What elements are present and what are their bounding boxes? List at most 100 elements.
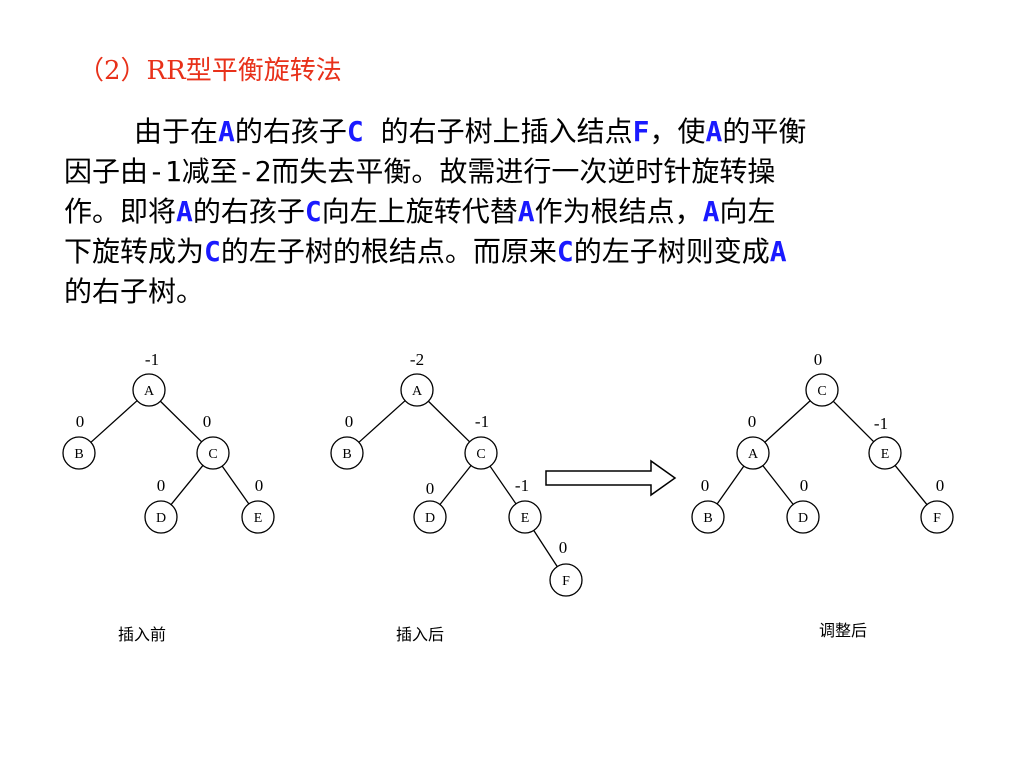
- tree-edge: [764, 400, 811, 443]
- tree-caption: 插入前: [118, 626, 166, 644]
- paragraph-text: 的左子树则变成: [573, 235, 770, 268]
- balance-factor-label: 0: [559, 538, 568, 557]
- highlighted-node-name: A: [218, 115, 235, 148]
- tree-node-label: A: [412, 384, 423, 399]
- tree-node-circle: [330, 436, 364, 470]
- tree-node-label: C: [208, 447, 217, 462]
- balance-factor-label: 0: [345, 412, 354, 431]
- tree-node-label: B: [342, 447, 351, 462]
- tree-node-circle: [508, 500, 542, 534]
- tree-edge: [832, 400, 875, 443]
- tree-node-label: F: [562, 574, 570, 589]
- tree-node-circle: [132, 373, 166, 407]
- highlighted-node-name: A: [769, 235, 787, 268]
- tree-node-circle: [241, 500, 275, 534]
- tree-edge: [439, 465, 472, 505]
- paragraph-line: 下旋转成为C的左子树的根结点。而原来C的左子树则变成A: [64, 232, 954, 272]
- paragraph-text: ，使: [649, 115, 706, 148]
- tree-node-circle: [549, 563, 583, 597]
- paragraph-text: 的右子树。: [64, 275, 205, 308]
- paragraph-line: 作。即将A的右孩子C向左上旋转代替A作为根结点，A向左: [64, 192, 954, 232]
- balance-factor-label: 0: [426, 479, 435, 498]
- highlighted-node-name: A: [517, 195, 535, 228]
- tree-edge: [762, 465, 794, 505]
- tree-edge: [533, 530, 558, 567]
- paragraph-text: 因子由-1减至-2而失去平衡。故需进行一次逆时针旋转操: [64, 155, 776, 188]
- balance-factor-label: -2: [410, 350, 424, 369]
- tree-edge: [221, 465, 250, 505]
- paragraph-text: 作为根结点，: [534, 195, 703, 228]
- balance-factor-label: -1: [515, 476, 529, 495]
- tree-node-label: B: [703, 511, 712, 526]
- paragraph-text: 下旋转成为: [64, 235, 205, 268]
- highlighted-node-name: C: [204, 235, 221, 268]
- tree-node-circle: [786, 500, 820, 534]
- balance-factor-label: 0: [814, 350, 823, 369]
- tree-node-label: F: [933, 511, 941, 526]
- balance-factor-label: 0: [936, 476, 945, 495]
- tree-node-label: A: [748, 447, 759, 462]
- tree-node-label: D: [156, 511, 166, 526]
- slide-title: （2）RR型平衡旋转法: [78, 56, 342, 86]
- tree-node-circle: [736, 436, 770, 470]
- tree-node-label: D: [425, 511, 435, 526]
- paragraph-line: 因子由-1减至-2而失去平衡。故需进行一次逆时针旋转操: [64, 152, 954, 192]
- paragraph-line: 的右子树。: [64, 272, 954, 312]
- paragraph-text: 的左子树的根结点。而原来: [220, 235, 557, 268]
- paragraph-line: 由于在A的右孩子C 的右子树上插入结点F，使A的平衡: [64, 112, 954, 152]
- tree-edge: [90, 400, 138, 443]
- right-arrow-icon: [545, 459, 677, 497]
- highlighted-node-name: C: [556, 235, 574, 268]
- tree-node-circle: [691, 500, 725, 534]
- highlighted-node-name: A: [176, 195, 193, 228]
- tree-node-label: C: [476, 447, 485, 462]
- tree-node-circle: [464, 436, 498, 470]
- balance-factor-label: 0: [203, 412, 212, 431]
- balance-factor-label: -1: [475, 412, 489, 431]
- balance-factor-label: 0: [76, 412, 85, 431]
- tree-node-label: C: [817, 384, 826, 399]
- tree-edge: [716, 465, 745, 505]
- tree-node-circle: [805, 373, 839, 407]
- balance-factor-label: -1: [145, 350, 159, 369]
- tree-edge: [170, 465, 204, 505]
- tree-node-label: E: [881, 447, 890, 462]
- balance-factor-label: 0: [157, 476, 166, 495]
- tree-node-label: A: [144, 384, 155, 399]
- highlighted-node-name: C: [304, 195, 322, 228]
- tree-caption: 调整后: [819, 622, 867, 640]
- paragraph-text: 的右孩子: [192, 195, 305, 228]
- paragraph-text: 作。即将: [64, 195, 177, 228]
- tree-node-circle: [920, 500, 954, 534]
- highlighted-node-name: A: [702, 195, 720, 228]
- paragraph-text: 向左: [719, 195, 776, 228]
- explanation-paragraph: 由于在A的右孩子C 的右子树上插入结点F，使A的平衡因子由-1减至-2而失去平衡…: [64, 112, 954, 312]
- tree-edge: [489, 465, 517, 505]
- tree-node-label: E: [521, 511, 530, 526]
- tree-node-circle: [413, 500, 447, 534]
- tree-node-circle: [400, 373, 434, 407]
- paragraph-text: 向左上旋转代替: [321, 195, 518, 228]
- tree-node-circle: [62, 436, 96, 470]
- paragraph-text: 的平衡: [722, 115, 807, 148]
- tree-edge: [159, 400, 203, 443]
- tree-edge: [894, 465, 928, 505]
- tree-node-label: E: [254, 511, 263, 526]
- tree-node-circle: [144, 500, 178, 534]
- paragraph-text: 由于在: [134, 115, 219, 148]
- paragraph-text: 的右孩子: [234, 115, 347, 148]
- tree-edge: [427, 400, 471, 443]
- tree-edge: [358, 400, 406, 443]
- tree-node-label: D: [798, 511, 808, 526]
- highlighted-node-name: A: [705, 115, 723, 148]
- balance-factor-label: -1: [874, 414, 888, 433]
- tree-caption: 插入后: [396, 626, 444, 644]
- highlighted-node-name: C: [346, 115, 364, 148]
- balance-factor-label: 0: [701, 476, 710, 495]
- tree-node-circle: [196, 436, 230, 470]
- balance-factor-label: 0: [748, 412, 757, 431]
